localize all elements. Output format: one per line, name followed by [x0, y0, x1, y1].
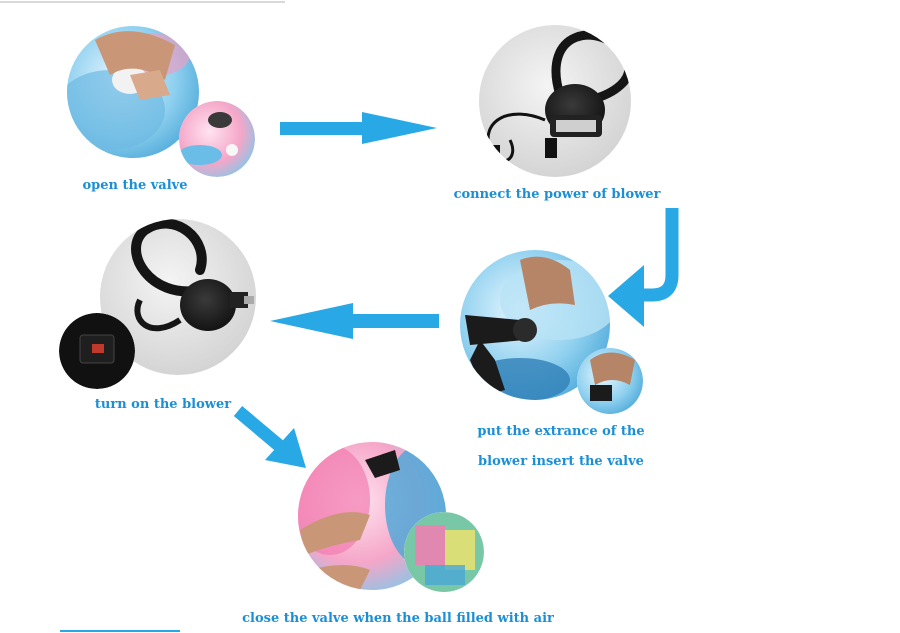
arrow-left — [270, 303, 439, 339]
caption-connect-power: connect the power of blower — [454, 187, 661, 202]
caption-open-valve: open the valve — [82, 178, 187, 193]
step-insert-valve-photo — [460, 250, 643, 414]
arrow-right-1 — [280, 112, 437, 144]
step-connect-power-photo — [479, 25, 631, 177]
step-open-valve-photo — [55, 26, 255, 177]
caption-insert-valve-line1: put the extrance of the — [477, 424, 644, 439]
step-turn-on-photo — [59, 219, 256, 389]
caption-turn-on: turn on the blower — [95, 397, 231, 412]
arrow-diagonal — [238, 411, 306, 468]
caption-insert-valve-line2: blower insert the valve — [478, 454, 644, 469]
step-close-valve-photo — [290, 442, 484, 595]
caption-close-valve: close the valve when the ball filled wit… — [242, 611, 554, 626]
arrow-bent-down — [608, 208, 672, 327]
